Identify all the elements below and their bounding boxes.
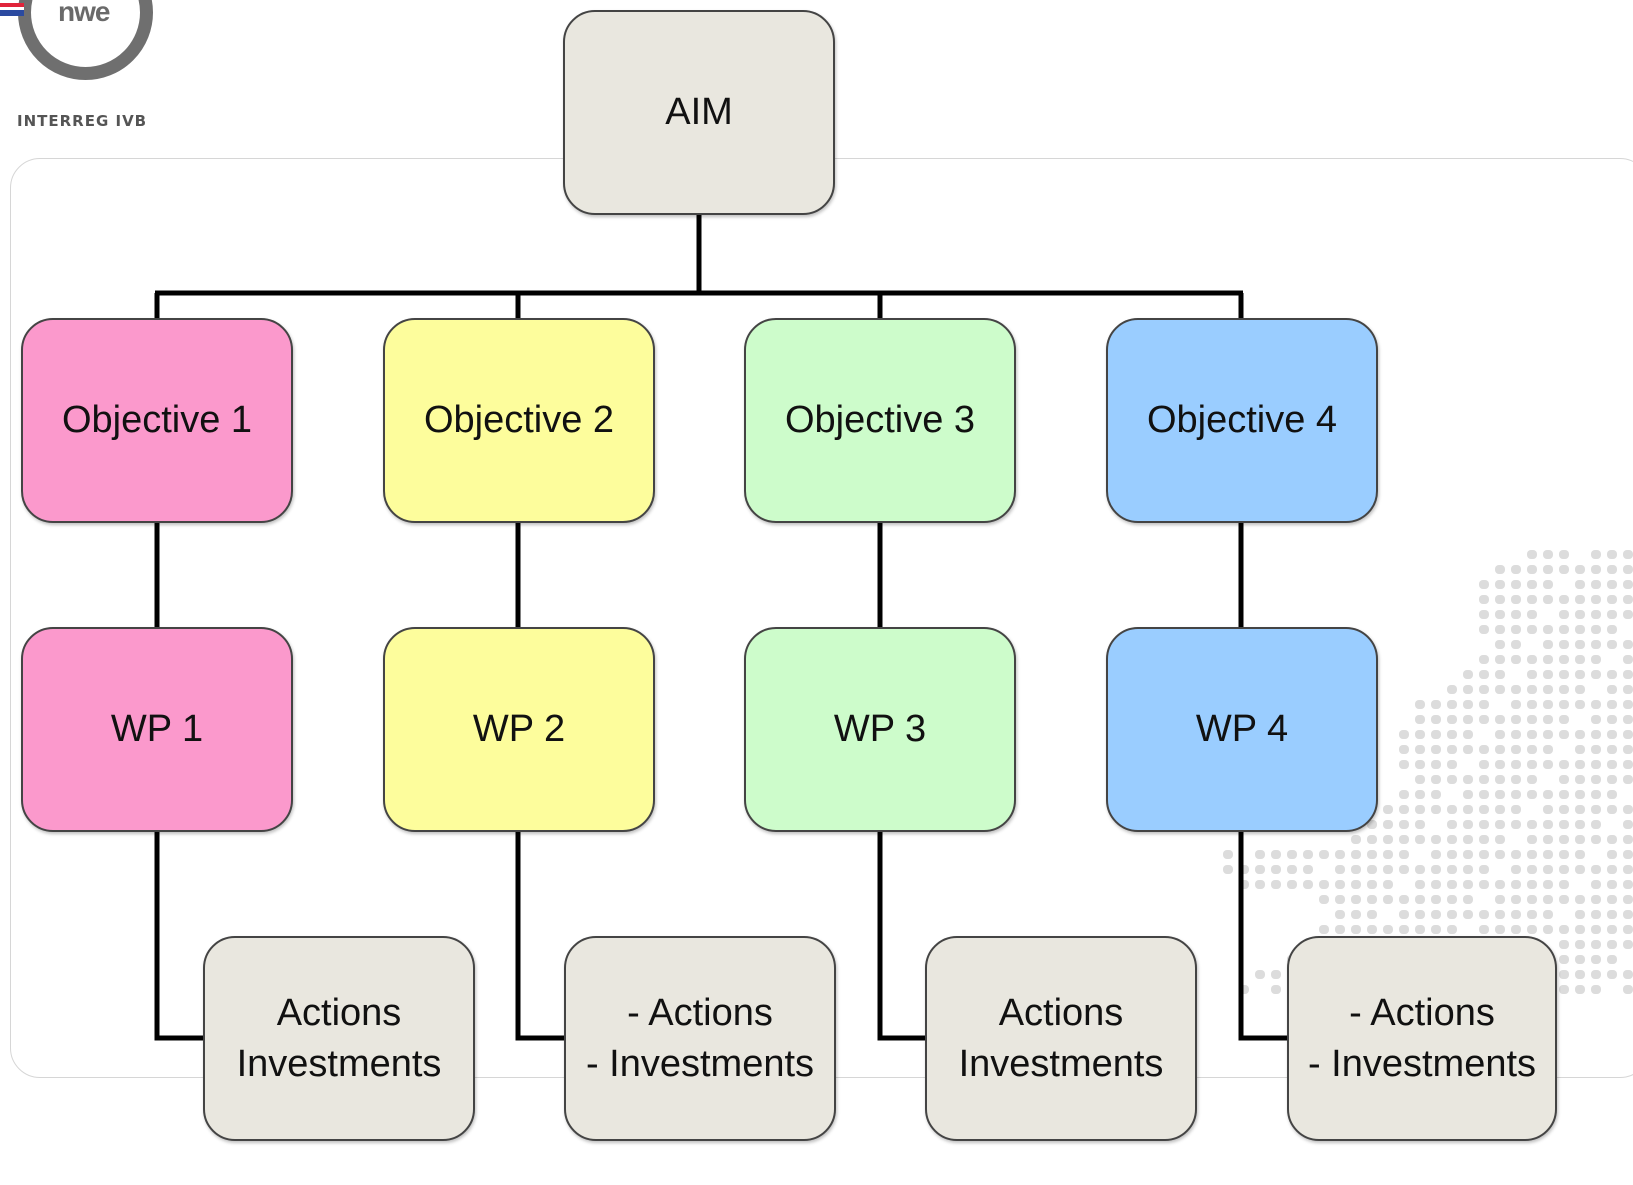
objective-3-node: Objective 3 xyxy=(744,318,1016,523)
wp-3-node: WP 3 xyxy=(744,627,1016,832)
flag-icon xyxy=(0,3,24,17)
actions-4-node: - Actions - Investments xyxy=(1287,936,1557,1141)
dotted-map-decoration xyxy=(1223,550,1633,994)
logo-wordmark: nwe xyxy=(58,0,110,27)
wp-1-node: WP 1 xyxy=(21,627,293,832)
nwe-logo: nwe INTERREG IVB xyxy=(0,0,200,140)
objective-4-node: Objective 4 xyxy=(1106,318,1378,523)
wp-4-node: WP 4 xyxy=(1106,627,1378,832)
connector-wp4-actions4 xyxy=(1238,832,1289,1041)
wp-2-node: WP 2 xyxy=(383,627,655,832)
objective-1-node: Objective 1 xyxy=(21,318,293,523)
connector-wp3-actions3 xyxy=(877,832,927,1041)
actions-3-node: Actions Investments xyxy=(925,936,1197,1141)
connector-wp1-actions1 xyxy=(154,832,205,1041)
aim-node: AIM xyxy=(563,10,835,215)
logo-subtitle: INTERREG IVB xyxy=(17,112,148,130)
actions-1-node: Actions Investments xyxy=(203,936,475,1141)
objective-2-node: Objective 2 xyxy=(383,318,655,523)
actions-2-node: - Actions - Investments xyxy=(564,936,836,1141)
connector-wp2-actions2 xyxy=(515,832,566,1041)
